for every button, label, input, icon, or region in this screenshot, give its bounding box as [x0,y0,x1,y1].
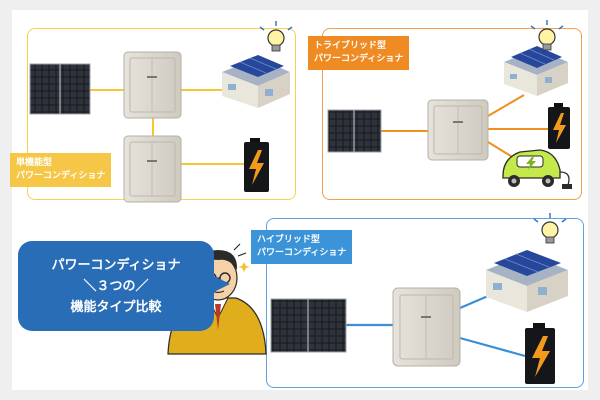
hybrid-tag: ハイブリッド型 パワーコンディショナ [251,230,353,264]
triple-hybrid-tag: トライブリッド型 パワーコンディショナ [308,36,410,70]
line-pcs-to-battery [459,336,526,358]
title-callout: パワーコンディショナ ＼３つの／ 機能タイプ比較 [18,241,214,331]
house-icon [222,55,290,108]
triple-lines [381,94,548,159]
hybrid-tag-line2: パワーコンディショナ [257,248,347,258]
hybrid-box [266,218,584,388]
line-pcs-to-car [487,141,515,159]
power-conditioner-icon [123,135,182,203]
solar-panel-icon [29,63,91,115]
house-icon [504,46,568,96]
triple-hybrid-box [322,28,582,200]
battery-icon [548,103,570,149]
triple-hybrid-tag-line2: パワーコンディショナ [314,54,404,64]
line-pcs-to-house [459,294,489,310]
solar-panel-icon [270,298,347,353]
single-function-tag: 単機能型 パワーコンディショナ [10,153,112,187]
single-lines [90,89,244,165]
light-bulb-icon [259,21,293,52]
solar-panel-icon [327,109,382,153]
power-conditioner-icon [392,287,461,367]
callout-line-2: ＼３つの／ [83,278,149,294]
power-conditioner-icon [427,99,489,161]
battery-icon [525,323,555,384]
light-bulb-icon [533,213,567,244]
power-conditioner-icon [123,51,182,119]
single-function-tag-line1: 単機能型 [16,158,53,168]
hybrid-lines [346,294,526,358]
hybrid-tag-line1: ハイブリッド型 [257,235,320,245]
battery-icon [244,138,269,192]
line-pcs-to-house [487,94,525,117]
triple-hybrid-tag-line1: トライブリッド型 [314,41,387,51]
callout-line-1: パワーコンディショナ [51,257,181,273]
light-bulb-icon [530,20,564,51]
single-function-tag-line2: パワーコンディショナ [16,171,106,181]
house-icon [486,250,568,312]
electric-car-icon [502,149,572,189]
callout-line-3: 機能タイプ比較 [70,299,162,315]
